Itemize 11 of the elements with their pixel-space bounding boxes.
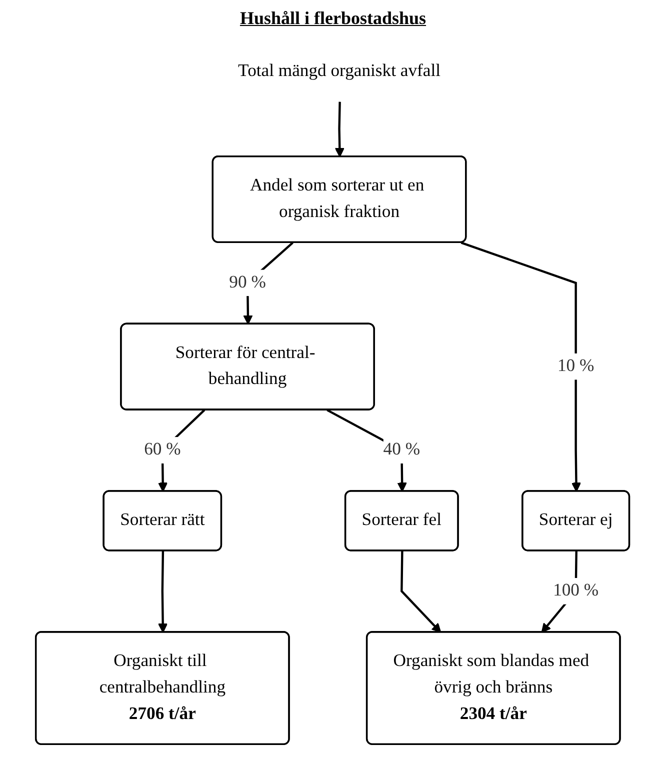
arrow (158, 550, 168, 633)
arrow (461, 242, 582, 492)
edge-label: 90 % (230, 272, 266, 292)
node-text: Total mängd organiskt avfall (238, 62, 441, 80)
edge-label: 60 % (144, 440, 182, 460)
edge-label: 40 % (384, 440, 420, 460)
edge-label: 10 % (558, 356, 595, 376)
arrow (401, 550, 442, 633)
arrow (335, 102, 345, 158)
diagram-title: Hushåll i flerbostadshus (240, 8, 426, 29)
edge-label: 100 % (554, 581, 600, 600)
